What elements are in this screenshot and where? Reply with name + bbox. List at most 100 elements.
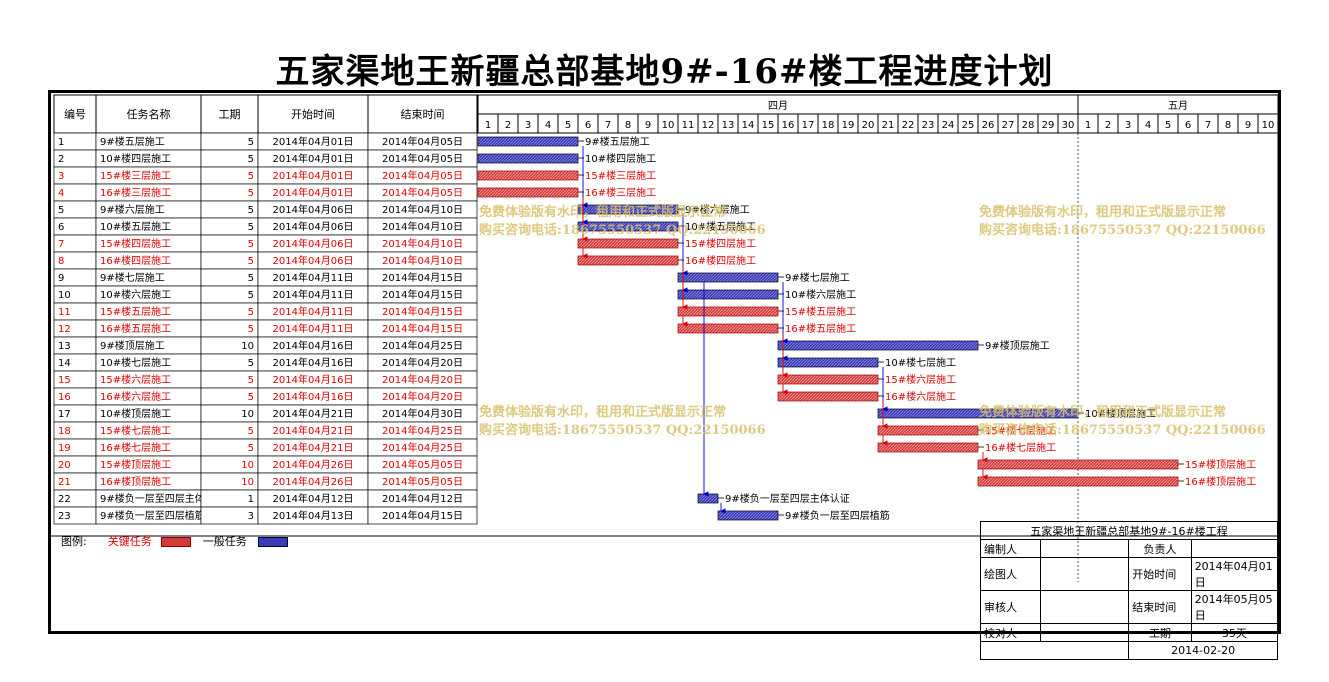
table-cell-text: 9#楼负一层至四层植筋 [100, 509, 205, 522]
table-cell-text: 2014年04月11日 [273, 322, 354, 335]
table-cell-text: 2014年04月01日 [273, 169, 354, 182]
gantt-bar [577, 204, 679, 215]
header-cell-dur [200, 94, 259, 134]
day-tick-label: 2 [1105, 120, 1111, 131]
day-tick-label: 5 [1165, 120, 1171, 131]
table-cell-text: 2014年04月06日 [273, 203, 354, 216]
day-tick-label: 14 [742, 120, 755, 131]
table-cell-text: 21 [58, 477, 71, 488]
table-cell-text: 5 [248, 324, 254, 335]
day-tick-label: 21 [882, 120, 895, 131]
info-owner-value[interactable] [1190, 539, 1279, 558]
table-cell-text: 2014年04月16日 [273, 356, 354, 369]
day-tick-label: 3 [525, 120, 531, 131]
table-cell-text: 2014年04月20日 [382, 373, 463, 386]
day-tick-label: 15 [762, 120, 775, 131]
table-cell-text: 10#楼四层施工 [100, 152, 171, 165]
table-cell-text: 5 [248, 239, 254, 250]
month-label-0: 四月 [768, 100, 788, 112]
day-tick-label: 30 [1062, 120, 1075, 131]
table-cell-text: 9#楼顶层施工 [100, 339, 165, 352]
day-tick-label: 4 [1145, 120, 1151, 131]
day-tick-label: 19 [842, 120, 855, 131]
info-editor-value[interactable] [1040, 539, 1130, 558]
table-cell-text: 2014年04月21日 [273, 441, 354, 454]
info-reviewer-value[interactable] [1040, 590, 1130, 624]
info-table: 五家渠地王新疆总部基地9#-16#楼工程 编制人 负责人 绘图人 开始时间 20… [979, 521, 1279, 660]
day-tick-label: 6 [585, 120, 591, 131]
bar-label: 15#楼四层施工 [685, 237, 756, 250]
bar-label: 9#楼负一层至四层主体认证 [725, 492, 850, 505]
table-cell-text: 16#楼三层施工 [100, 186, 171, 199]
day-tick-label: 12 [702, 120, 715, 131]
table-cell-text: 2014年04月25日 [382, 424, 463, 437]
bar-label: 15#楼五层施工 [785, 305, 856, 318]
gantt-bar [877, 425, 979, 436]
table-cell-text: 2014年04月20日 [382, 356, 463, 369]
day-tick-label: 20 [862, 120, 875, 131]
day-tick-label: 10 [1262, 120, 1275, 131]
gantt-bar [477, 170, 579, 181]
table-cell-text: 2014年04月25日 [382, 441, 463, 454]
day-tick-label: 17 [802, 120, 815, 131]
table-cell-text: 8 [58, 256, 64, 267]
bar-label: 16#楼顶层施工 [1185, 475, 1256, 488]
bar-label: 16#楼六层施工 [885, 390, 956, 403]
gantt-bar [697, 493, 719, 504]
table-cell-text: 15#楼三层施工 [100, 169, 171, 182]
table-cell-text: 16#楼四层施工 [100, 254, 171, 267]
table-cell-text: 5 [248, 375, 254, 386]
table-cell-text: 20 [58, 460, 71, 471]
header-dur: 工期 [219, 108, 241, 121]
table-cell-text: 19 [58, 443, 71, 454]
table-cell-text: 14 [58, 358, 71, 369]
bar-label: 16#楼四层施工 [685, 254, 756, 267]
table-cell-text: 2014年04月10日 [382, 203, 463, 216]
table-cell-text: 2014年04月01日 [273, 135, 354, 148]
table-cell-text: 2014年04月16日 [273, 373, 354, 386]
table-cell-text: 2014年04月16日 [273, 390, 354, 403]
table-cell-text: 6 [58, 222, 64, 233]
bar-label: 16#楼七层施工 [985, 441, 1056, 454]
table-cell-text: 3 [58, 171, 64, 182]
gantt-bar [977, 459, 1179, 470]
info-drawer-value[interactable] [1040, 557, 1130, 591]
table-cell-text: 2014年04月15日 [382, 322, 463, 335]
table-cell-text: 5 [58, 205, 64, 216]
day-tick-label: 7 [605, 120, 611, 131]
table-cell-text: 5 [248, 256, 254, 267]
day-tick-label: 18 [822, 120, 835, 131]
day-tick-label: 13 [722, 120, 735, 131]
table-cell-text: 9#楼六层施工 [100, 203, 165, 216]
table-cell-text: 9 [58, 273, 64, 284]
table-cell-text: 2014年04月20日 [382, 390, 463, 403]
table-cell-text: 5 [248, 426, 254, 437]
info-date: 2014-02-20 [1128, 641, 1278, 660]
day-tick-label: 24 [942, 120, 955, 131]
table-cell-text: 17 [58, 409, 71, 420]
table-cell-text: 9#楼五层施工 [100, 135, 165, 148]
info-checker-value[interactable] [1040, 623, 1130, 642]
gantt-bar [477, 136, 579, 147]
table-cell-text: 5 [248, 358, 254, 369]
gantt-bar [677, 272, 779, 283]
table-cell-text: 2014年04月11日 [273, 305, 354, 318]
table-cell-text: 18 [58, 426, 71, 437]
gantt-bar [577, 221, 679, 232]
table-cell-text: 2014年04月01日 [273, 186, 354, 199]
table-cell-text: 10 [241, 409, 254, 420]
table-cell-text: 2014年04月13日 [273, 509, 354, 522]
table-cell-text: 15#楼五层施工 [100, 305, 171, 318]
day-tick-label: 28 [1022, 120, 1035, 131]
bar-label: 16#楼五层施工 [785, 322, 856, 335]
day-tick-label: 1 [485, 120, 491, 131]
table-cell-text: 2 [58, 154, 64, 165]
header-end: 结束时间 [401, 108, 445, 121]
info-end-value: 2014年05月05日 [1190, 590, 1279, 624]
bar-label: 10#楼四层施工 [585, 152, 656, 165]
info-drawer-label: 绘图人 [979, 557, 1042, 591]
bar-label: 9#楼五层施工 [585, 135, 650, 148]
table-cell-text: 4 [58, 188, 64, 199]
bar-label: 15#楼六层施工 [885, 373, 956, 386]
